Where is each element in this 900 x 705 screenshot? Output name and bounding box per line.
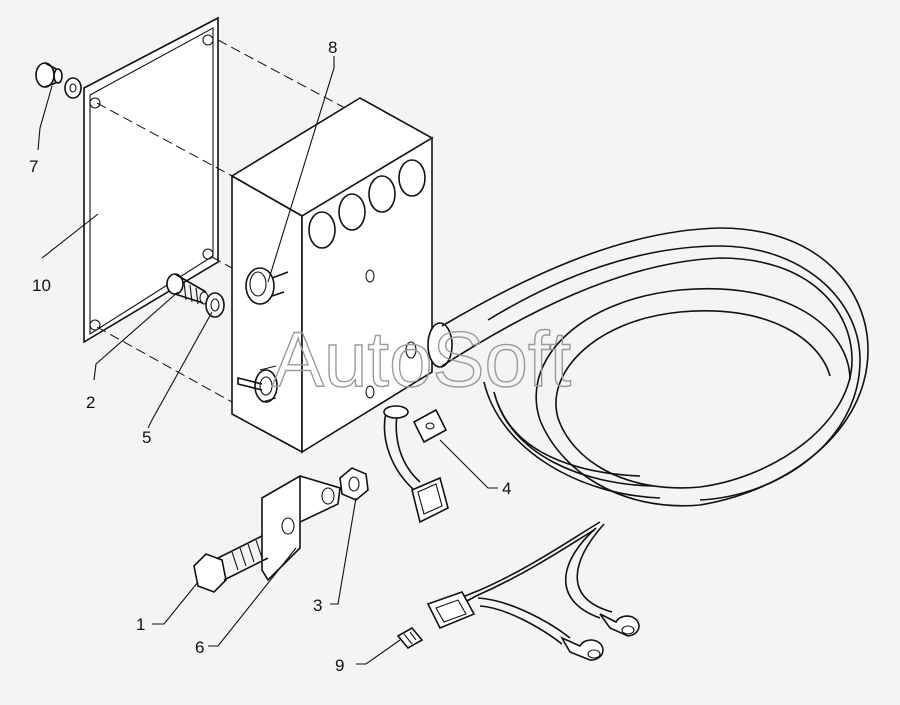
leader-lines: [37, 56, 498, 665]
control-box: [230, 97, 453, 454]
callout-labels: 1 2 3 4 5 6 7 8 9 10: [29, 38, 511, 675]
cover-plate: [83, 16, 219, 344]
screw-with-washer: [35, 62, 82, 99]
cable-clip: [411, 408, 449, 524]
callout-1: 1: [136, 615, 145, 634]
callout-5: 5: [142, 428, 151, 447]
blade-fuse: [396, 626, 424, 650]
callout-2: 2: [86, 393, 95, 412]
callout-9: 9: [335, 656, 344, 675]
callout-3: 3: [313, 596, 322, 615]
alignment-lines: [96, 39, 346, 403]
callout-8: 8: [328, 38, 337, 57]
callout-10: 10: [32, 276, 51, 295]
hex-nut: [339, 467, 369, 501]
screw-and-lock-washer: [166, 273, 225, 318]
callout-6: 6: [195, 638, 204, 657]
cable-harness: [383, 227, 869, 661]
mounting-bracket: [261, 475, 341, 582]
callout-4: 4: [502, 479, 511, 498]
watermark: AutoSoft: [272, 315, 572, 403]
callout-7: 7: [29, 157, 38, 176]
hex-bolt: [193, 535, 269, 593]
